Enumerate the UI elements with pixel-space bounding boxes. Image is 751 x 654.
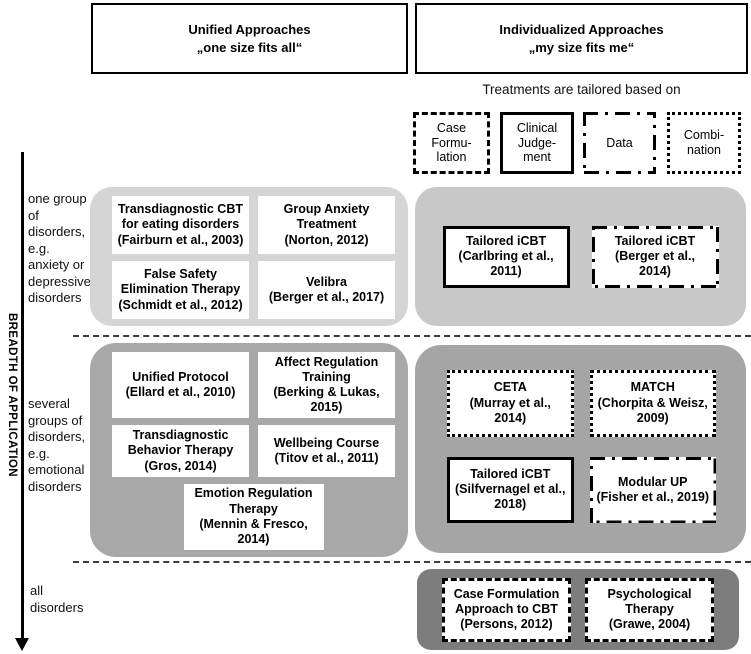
treatment-box: Case Formulation Approach to CBT (Person…: [442, 577, 571, 642]
unified-title: Unified Approaches: [188, 21, 311, 37]
treatment-label: Tailored iCBT (Silfvernagel et al., 2018…: [455, 466, 566, 512]
treatment-label: Group Anxiety Treatment (Norton, 2012): [283, 202, 370, 247]
treatment-box: Transdiagnostic Behavior Therapy (Gros, …: [112, 425, 249, 477]
separator-row2-row3: [73, 561, 751, 563]
legend-combination-label: Combi- nation: [683, 128, 725, 157]
treatment-label: False Safety Elimination Therapy (Schmid…: [118, 267, 243, 312]
breadth-axis-line: [21, 152, 24, 639]
treatment-label: Unified Protocol (Ellard et al., 2010): [125, 369, 236, 400]
treatment-box: Velibra (Berger et al., 2017): [258, 261, 395, 319]
row2-unified-container: Unified Protocol (Ellard et al., 2010) A…: [90, 343, 408, 557]
breadth-axis-label: BREADTH OF APPLICATION: [6, 312, 18, 478]
treatment-box: Emotion Regulation Therapy (Mennin & Fre…: [183, 483, 324, 550]
row2-scope-label: several groups of disorders, e.g. emotio…: [28, 396, 86, 494]
legend-case-formulation-label: Case Formu- lation: [431, 120, 472, 165]
individualized-subtitle: „my size fits me“: [528, 39, 635, 55]
treatment-label: Transdiagnostic CBT for eating disorders…: [117, 202, 244, 247]
treatment-label: Velibra (Berger et al., 2017): [268, 274, 385, 304]
treatment-box: CETA (Murray et al., 2014): [447, 370, 574, 437]
treatment-box: Tailored iCBT (Carlbring et al., 2011): [442, 225, 570, 288]
unified-approaches-header: Unified Approaches „one size fits all“: [91, 3, 408, 74]
individualized-approaches-header: Individualized Approaches „my size fits …: [415, 3, 748, 74]
treatment-label: MATCH (Chorpita & Weisz, 2009): [597, 380, 708, 425]
treatment-label: Psychological Therapy (Grawe, 2004): [607, 586, 692, 632]
row2-unified-grid: Unified Protocol (Ellard et al., 2010) A…: [90, 343, 408, 557]
treatment-label: CETA (Murray et al., 2014): [469, 380, 551, 425]
legend-combination: Combi- nation: [667, 112, 741, 174]
legend-case-formulation: Case Formu- lation: [413, 112, 490, 174]
breadth-axis-arrowhead: [15, 638, 29, 651]
individualized-title: Individualized Approaches: [499, 21, 664, 37]
treatment-box: Tailored iCBT (Berger et al., 2014): [591, 225, 719, 288]
legend-clinical-judgement-label: Clinical Judge- ment: [516, 120, 558, 165]
treatment-box: Group Anxiety Treatment (Norton, 2012): [258, 196, 395, 254]
row3-individualized-container: Case Formulation Approach to CBT (Person…: [417, 569, 739, 650]
treatment-box: Psychological Therapy (Grawe, 2004): [585, 577, 714, 642]
treatment-label: Wellbeing Course (Titov et al., 2011): [273, 435, 380, 465]
tailoring-caption: Treatments are tailored based on: [482, 82, 681, 97]
treatment-label: Emotion Regulation Therapy (Mennin & Fre…: [194, 486, 313, 547]
row1-individualized-container: Tailored iCBT (Carlbring et al., 2011) T…: [415, 187, 746, 326]
row1-scope-label: one group of disorders, e.g. anxiety or …: [28, 191, 91, 305]
unified-subtitle: „one size fits all“: [196, 39, 303, 55]
row1-unified-grid: Transdiagnostic CBT for eating disorders…: [90, 187, 408, 326]
treatment-label: Transdiagnostic Behavior Therapy (Gros, …: [127, 428, 234, 473]
legend-data-label: Data: [606, 135, 633, 150]
row3-scope-label: all disorders: [30, 583, 84, 615]
treatment-box: Tailored iCBT (Silfvernagel et al., 2018…: [447, 456, 574, 523]
treatment-box: False Safety Elimination Therapy (Schmid…: [112, 261, 249, 319]
row1-unified-container: Transdiagnostic CBT for eating disorders…: [90, 187, 408, 326]
treatment-label: Tailored iCBT (Berger et al., 2014): [614, 233, 696, 279]
legend-data: Data: [583, 112, 656, 174]
treatment-box: MATCH (Chorpita & Weisz, 2009): [589, 370, 716, 437]
legend-clinical-judgement: Clinical Judge- ment: [500, 112, 574, 174]
treatment-box: Modular UP (Fisher et al., 2019): [589, 456, 716, 523]
row2-individualized-container: CETA (Murray et al., 2014) MATCH (Chorpi…: [415, 345, 746, 553]
treatment-label: Affect Regulation Training (Berking & Lu…: [273, 354, 380, 415]
treatment-label: Case Formulation Approach to CBT (Person…: [453, 586, 560, 632]
separator-row1-row2: [73, 335, 751, 337]
treatment-label: Modular UP (Fisher et al., 2019): [596, 474, 710, 504]
treatment-box: Wellbeing Course (Titov et al., 2011): [258, 425, 395, 477]
treatment-box: Affect Regulation Training (Berking & Lu…: [258, 352, 395, 419]
treatment-box: Unified Protocol (Ellard et al., 2010): [112, 352, 249, 419]
treatment-label: Tailored iCBT (Carlbring et al., 2011): [458, 233, 554, 279]
treatment-box: Transdiagnostic CBT for eating disorders…: [112, 196, 249, 254]
